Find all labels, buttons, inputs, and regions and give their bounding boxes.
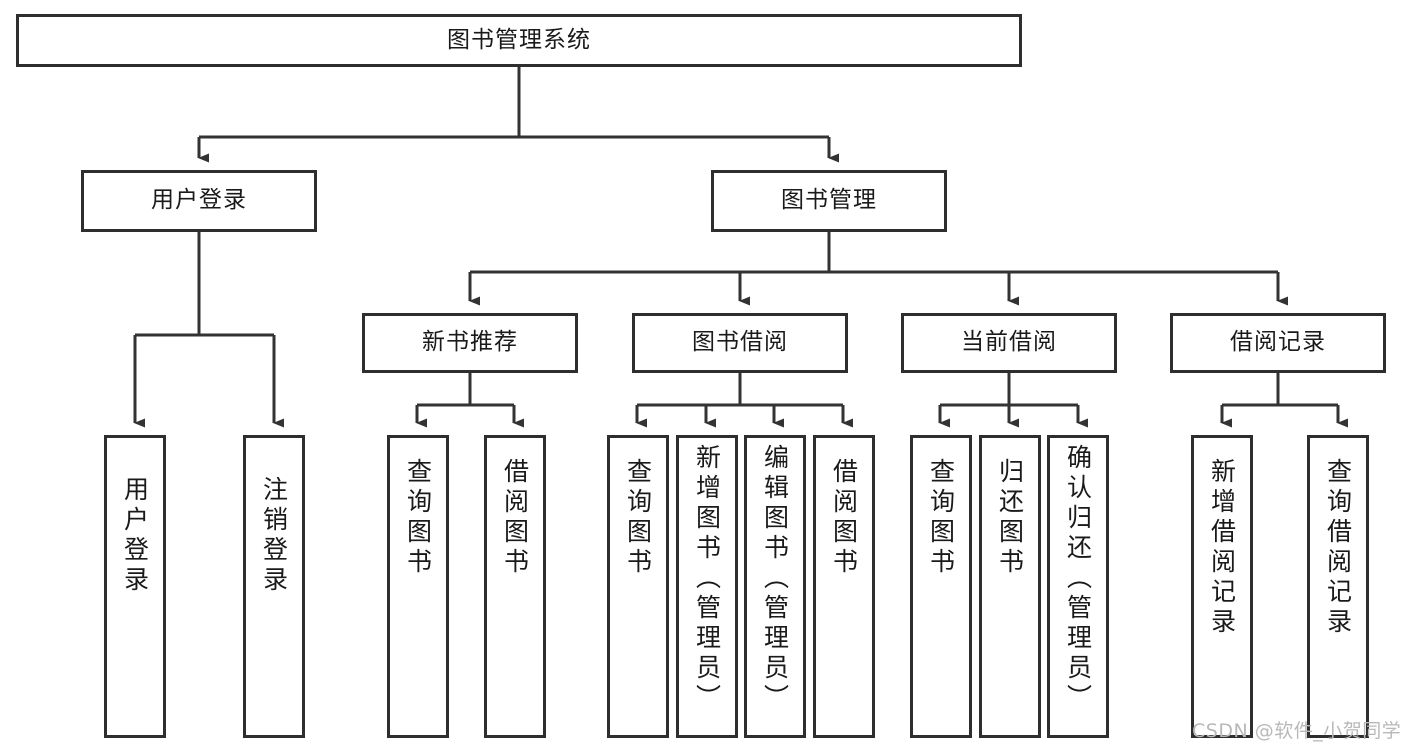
node-label: 图书管理系统 (447, 26, 591, 53)
node-label: 查询图书 (403, 458, 433, 578)
node-current-borrow[interactable]: 当前借阅 (901, 313, 1117, 373)
leaf-user-login[interactable]: 用户登录 (104, 435, 166, 738)
leaf-edit-book-admin[interactable]: 编辑图书（管理员） (744, 435, 806, 738)
leaf-borrow-book-new[interactable]: 借阅图书 (484, 435, 546, 738)
leaf-return-book[interactable]: 归还图书 (979, 435, 1041, 738)
node-label: 注销登录 (259, 476, 289, 596)
leaf-borrow-book[interactable]: 借阅图书 (813, 435, 875, 738)
node-root-book-management-system[interactable]: 图书管理系统 (16, 14, 1022, 67)
node-label: 确认归还（管理员） (1063, 444, 1093, 714)
leaf-query-book-current[interactable]: 查询图书 (910, 435, 972, 738)
node-new-book-recommend[interactable]: 新书推荐 (362, 313, 578, 373)
node-label: 查询借阅记录 (1323, 458, 1353, 638)
node-user-login[interactable]: 用户登录 (81, 170, 317, 232)
csdn-watermark: CSDN @软件_小贺同学 (1192, 716, 1401, 743)
leaf-query-book-borrow[interactable]: 查询图书 (607, 435, 669, 738)
node-label: 查询图书 (926, 458, 956, 578)
node-label: 新增借阅记录 (1207, 458, 1237, 638)
leaf-query-book-new[interactable]: 查询图书 (387, 435, 449, 738)
leaf-user-logout[interactable]: 注销登录 (243, 435, 305, 738)
node-label: 当前借阅 (961, 329, 1057, 356)
node-label: 用户登录 (120, 476, 150, 596)
node-label: 借阅图书 (829, 458, 859, 578)
leaf-add-book-admin[interactable]: 新增图书（管理员） (676, 435, 738, 738)
node-label: 用户登录 (151, 187, 247, 214)
node-label: 归还图书 (995, 458, 1025, 578)
node-label: 编辑图书（管理员） (760, 444, 790, 714)
node-label: 新增图书（管理员） (692, 444, 722, 714)
node-book-management[interactable]: 图书管理 (711, 170, 947, 232)
watermark-text: CSDN @软件_小贺同学 (1192, 720, 1402, 742)
node-label: 新书推荐 (422, 329, 518, 356)
node-label: 借阅记录 (1230, 329, 1326, 356)
leaf-add-borrow-record[interactable]: 新增借阅记录 (1191, 435, 1253, 738)
node-borrow-record[interactable]: 借阅记录 (1170, 313, 1386, 373)
node-label: 查询图书 (623, 458, 653, 578)
node-book-borrow[interactable]: 图书借阅 (632, 313, 848, 373)
leaf-confirm-return-admin[interactable]: 确认归还（管理员） (1047, 435, 1109, 738)
node-label: 图书管理 (781, 187, 877, 214)
leaf-query-borrow-record[interactable]: 查询借阅记录 (1307, 435, 1369, 738)
node-label: 图书借阅 (692, 329, 788, 356)
node-label: 借阅图书 (500, 458, 530, 578)
